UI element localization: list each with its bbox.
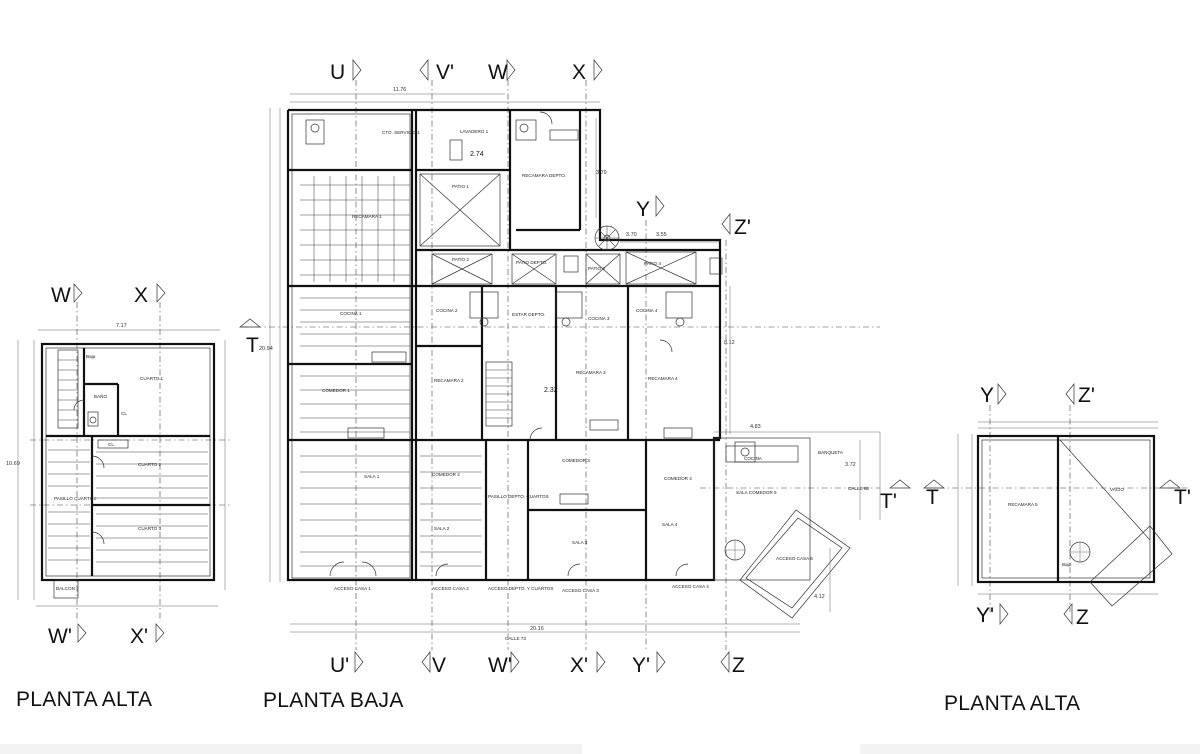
left-room-baja: Baja	[86, 354, 96, 359]
left-room-cuarto1: CUARTO 1	[140, 376, 164, 381]
left-room-bano: BAÑO	[94, 393, 107, 399]
left-height-dim: 10.69	[6, 461, 20, 467]
room-comedor1: COMEDOR 1	[322, 388, 350, 393]
room-acceso-depto: ACCESO DEPTO. Y CUARTOS	[488, 586, 553, 591]
left-room-balcon: BALCON	[56, 586, 75, 591]
room-patio3: PATIO 3	[588, 266, 605, 271]
axis-w: W	[488, 61, 508, 84]
room-acceso1: ACCESO CASA 1	[334, 586, 371, 591]
room-banqueta-a: BANQUETA	[818, 450, 844, 455]
room-sala3: SALA 3	[572, 540, 588, 545]
bottom-strip	[0, 744, 1200, 754]
axis-t-prime: T'	[880, 490, 897, 513]
room-comedor4: COMEDOR 4	[664, 476, 692, 481]
left-sheet-title: PLANTA ALTA	[16, 688, 153, 711]
center-height-dim: 20.94	[259, 346, 273, 352]
room-patio1: PATIO 1	[452, 184, 469, 189]
axis-v-prime: V'	[436, 61, 454, 84]
right-axis-t: T	[926, 486, 939, 509]
center-sheet-title: PLANTA BAJA	[263, 689, 404, 712]
room-acceso2: ACCESO CASA 2	[432, 586, 469, 591]
dim-372: 3.72	[845, 462, 856, 468]
left-axis-x-prime: X'	[130, 625, 148, 648]
room-sala4: SALA 4	[662, 522, 678, 527]
room-cto-servicio: CTO. SERVICIO 1	[382, 130, 420, 135]
right-axis-y: Y	[980, 384, 994, 407]
right-room-baja: Baja	[1062, 562, 1072, 567]
room-cocina2: COCINA 2	[436, 308, 458, 313]
room-calle73: CALLE 73	[505, 636, 526, 641]
room-recamara4: RECAMARA 4	[648, 376, 678, 381]
left-room-cl: CL	[121, 411, 127, 416]
bottom-strip-gap	[582, 744, 860, 754]
room-pasillo-depto: PASILLO DEPTO. CUARTOS	[488, 494, 549, 499]
room-patio4: PATIO 4	[644, 261, 661, 266]
center-width-bottom: 20.16	[530, 626, 544, 632]
left-plan: 7.17 10.69 Baja CUARTO 1 BAÑO	[6, 283, 232, 648]
left-axis-w-prime: W'	[48, 625, 72, 648]
room-recamara-depto: RECAMARA DEPTO.	[522, 173, 566, 178]
axis-u-prime: U'	[330, 654, 349, 677]
right-axis-t-prime: T'	[1174, 486, 1191, 509]
dim-370: 3.70	[626, 232, 637, 238]
center-right-height: 8.12	[724, 340, 735, 346]
right-sheet-title: PLANTA ALTA	[944, 692, 1081, 715]
room-recamara3: RECAMARA 3	[576, 370, 606, 375]
axis-x: X	[572, 61, 586, 84]
axis-t: T	[246, 334, 259, 357]
room-lavadero: LAVADERO 1	[460, 129, 489, 134]
right-room-vacio: VACIO	[1110, 487, 1124, 492]
room-sala2: SALA 2	[434, 526, 450, 531]
room-patio-depto: PATIO DEPTO.	[516, 260, 547, 265]
room-acceso5: ACCESO CASA 5	[776, 556, 813, 561]
dim-355: 3.55	[656, 232, 667, 238]
room-sala-comedor5: SALA COMEDOR 5	[736, 490, 777, 495]
room-patio2: PATIO 2	[452, 257, 469, 262]
left-width-dim: 7.17	[116, 323, 127, 329]
center-plan: 11.76 20.94 20.16 CALLE 73	[239, 59, 911, 677]
dim-483: 4.83	[750, 424, 761, 430]
room-comedor3: COMEDOR 3	[562, 458, 590, 463]
left-room-cl2: CL.	[108, 442, 115, 447]
axis-x-prime: X'	[570, 654, 588, 677]
axis-z-prime: Z'	[734, 216, 751, 239]
room-recamara1: RECAMARA 1	[352, 214, 382, 219]
left-axis-x: X	[134, 284, 148, 307]
axis-w-prime: W'	[488, 654, 512, 677]
axis-y-prime: Y'	[632, 654, 650, 677]
dim-412: 4.12	[814, 594, 825, 600]
right-plan: RECAMARA 5 VACIO Baja Y Z' T T' Y' Z	[923, 383, 1191, 629]
axis-v: V	[432, 654, 446, 677]
axis-z: Z	[732, 654, 745, 677]
room-cocina4: COCINA 4	[636, 308, 658, 313]
room-cocina5: COCINA	[744, 456, 763, 461]
left-room-cuarto2: CUARTO 2	[138, 462, 162, 467]
dim-232: 2.32	[544, 387, 558, 394]
room-cocina3: COCINA 3	[588, 316, 610, 321]
right-axis-y-prime: Y'	[976, 604, 994, 627]
room-sala1: SALA 1	[364, 474, 380, 479]
room-recamara2: RECAMARA 2	[434, 378, 464, 383]
room-acceso4: ACCESO CASA 4	[672, 584, 709, 589]
room-acceso3: ACCESO CASA 3	[562, 588, 599, 593]
dim-379: 3.79	[596, 170, 607, 176]
room-cocina1: COCINA 1	[340, 311, 362, 316]
room-comedor2: COMEDOR 2	[432, 472, 460, 477]
right-axis-z: Z	[1076, 606, 1089, 629]
axis-y: Y	[636, 198, 650, 221]
left-room-pasillo: PASILLO CUARTOS	[54, 496, 96, 501]
center-width-top: 11.76	[393, 87, 406, 93]
room-calle68: CALLE 68	[848, 486, 869, 491]
axis-u: U	[330, 61, 345, 84]
left-axis-w: W	[51, 284, 71, 307]
right-axis-z-prime: Z'	[1078, 384, 1095, 407]
dim-274: 2.74	[470, 151, 484, 158]
right-room-recamara5: RECAMARA 5	[1008, 502, 1038, 507]
room-estar-depto: ESTAR DEPTO.	[512, 312, 545, 317]
left-room-cuarto3: CUARTO 3	[138, 526, 162, 531]
